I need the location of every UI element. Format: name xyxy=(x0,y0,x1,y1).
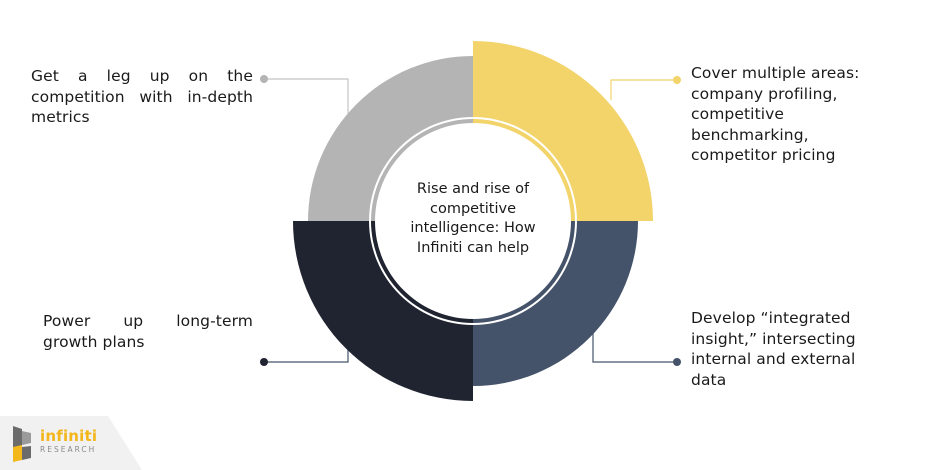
center-disc xyxy=(375,123,571,319)
label-bottom-right: Develop “integrated insight,” intersecti… xyxy=(691,309,856,389)
connector-dot-bottom-left xyxy=(260,358,268,366)
connector-dot-top-left xyxy=(260,75,268,83)
logo-name: infiniti xyxy=(40,427,98,445)
connector-bottom-right xyxy=(592,325,677,363)
center-title: Rise and rise of competitive intelligenc… xyxy=(410,181,536,256)
label-bottom-left: Power up long-term growth plans xyxy=(43,312,253,351)
label-top-right: Cover multiple areas: company profiling,… xyxy=(691,64,860,164)
label-top-left: Get a leg up on the competition with in-… xyxy=(31,67,253,126)
connector-top-left xyxy=(264,78,349,132)
logo-background xyxy=(0,416,142,470)
connector-top-right xyxy=(610,79,677,100)
connector-dot-bottom-right xyxy=(673,358,681,366)
connector-dot-top-right xyxy=(673,76,681,84)
logo: infiniti RESEARCH xyxy=(40,429,97,455)
logo-subtitle: RESEARCH xyxy=(40,445,97,454)
infiniti-logo-icon xyxy=(13,426,31,462)
